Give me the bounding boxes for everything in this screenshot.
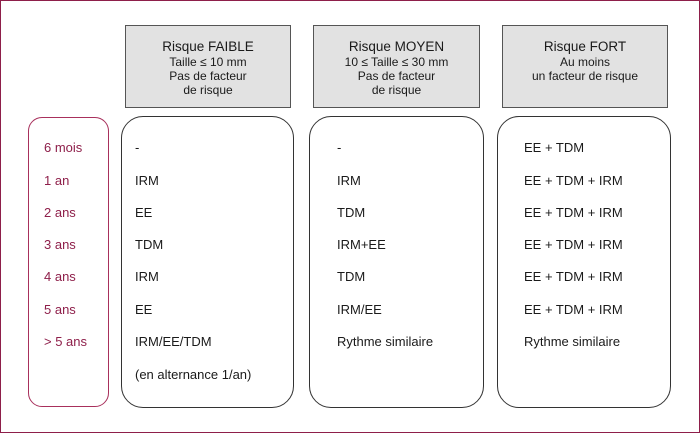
low-risk-cell: TDM bbox=[135, 237, 164, 252]
high-risk-cell: Rythme similaire bbox=[524, 334, 621, 349]
medium-risk-cell: Rythme similaire bbox=[337, 334, 434, 349]
period-label: 5 ans bbox=[44, 302, 76, 317]
high-risk-cell: EE + TDM bbox=[524, 140, 585, 155]
high-risk-cell: EE + TDM + IRM bbox=[524, 237, 623, 252]
low-risk-cell: IRM/EE/TDM bbox=[135, 334, 212, 349]
header-line: 10 ≤ Taille ≤ 30 mm bbox=[344, 55, 449, 69]
high-risk-cell: EE + TDM + IRM bbox=[524, 173, 623, 188]
low-risk-cell: EE bbox=[135, 302, 153, 317]
header-title: Risque FORT bbox=[543, 39, 627, 54]
medium-risk-column-box bbox=[309, 116, 484, 408]
header-line: de risque bbox=[183, 83, 233, 97]
high-risk-cell: EE + TDM + IRM bbox=[524, 269, 623, 284]
header-risk-low: Risque FAIBLE Taille ≤ 10 mm Pas de fact… bbox=[125, 25, 291, 108]
period-labels-box bbox=[28, 117, 109, 407]
low-risk-cell: IRM bbox=[135, 269, 159, 284]
header-line: de risque bbox=[371, 83, 422, 97]
medium-risk-cell: IRM/EE bbox=[337, 302, 382, 317]
medium-risk-cell: IRM+EE bbox=[337, 237, 386, 252]
period-label: 3 ans bbox=[44, 237, 76, 252]
high-risk-cell: EE + TDM + IRM bbox=[524, 205, 623, 220]
low-risk-cell: IRM bbox=[135, 173, 159, 188]
header-title: Risque MOYEN bbox=[348, 39, 445, 54]
medium-risk-cell: - bbox=[337, 140, 342, 155]
medium-risk-cell: TDM bbox=[337, 205, 366, 220]
medium-risk-cell: TDM bbox=[337, 269, 366, 284]
period-label: 6 mois bbox=[44, 140, 83, 155]
low-risk-cell-note: (en alternance 1/an) bbox=[135, 367, 252, 382]
header-line: un facteur de risque bbox=[531, 69, 639, 83]
header-line: Pas de facteur bbox=[357, 69, 436, 83]
header-line: Pas de facteur bbox=[169, 69, 247, 83]
high-risk-cell: EE + TDM + IRM bbox=[524, 302, 623, 317]
low-risk-column-box bbox=[121, 116, 294, 408]
period-label: > 5 ans bbox=[44, 334, 88, 349]
header-line: Taille ≤ 10 mm bbox=[169, 55, 247, 69]
high-risk-column-box bbox=[497, 116, 671, 408]
header-risk-high: Risque FORT Au moins un facteur de risqu… bbox=[502, 25, 668, 108]
period-label: 1 an bbox=[44, 173, 70, 188]
medium-risk-cell: IRM bbox=[337, 173, 361, 188]
period-label: 4 ans bbox=[44, 269, 76, 284]
low-risk-cell: EE bbox=[135, 205, 153, 220]
low-risk-cell: - bbox=[135, 140, 140, 155]
period-label: 2 ans bbox=[44, 205, 76, 220]
header-line: Au moins bbox=[559, 55, 611, 69]
header-risk-medium: Risque MOYEN 10 ≤ Taille ≤ 30 mm Pas de … bbox=[313, 25, 480, 108]
header-title: Risque FAIBLE bbox=[162, 39, 254, 54]
